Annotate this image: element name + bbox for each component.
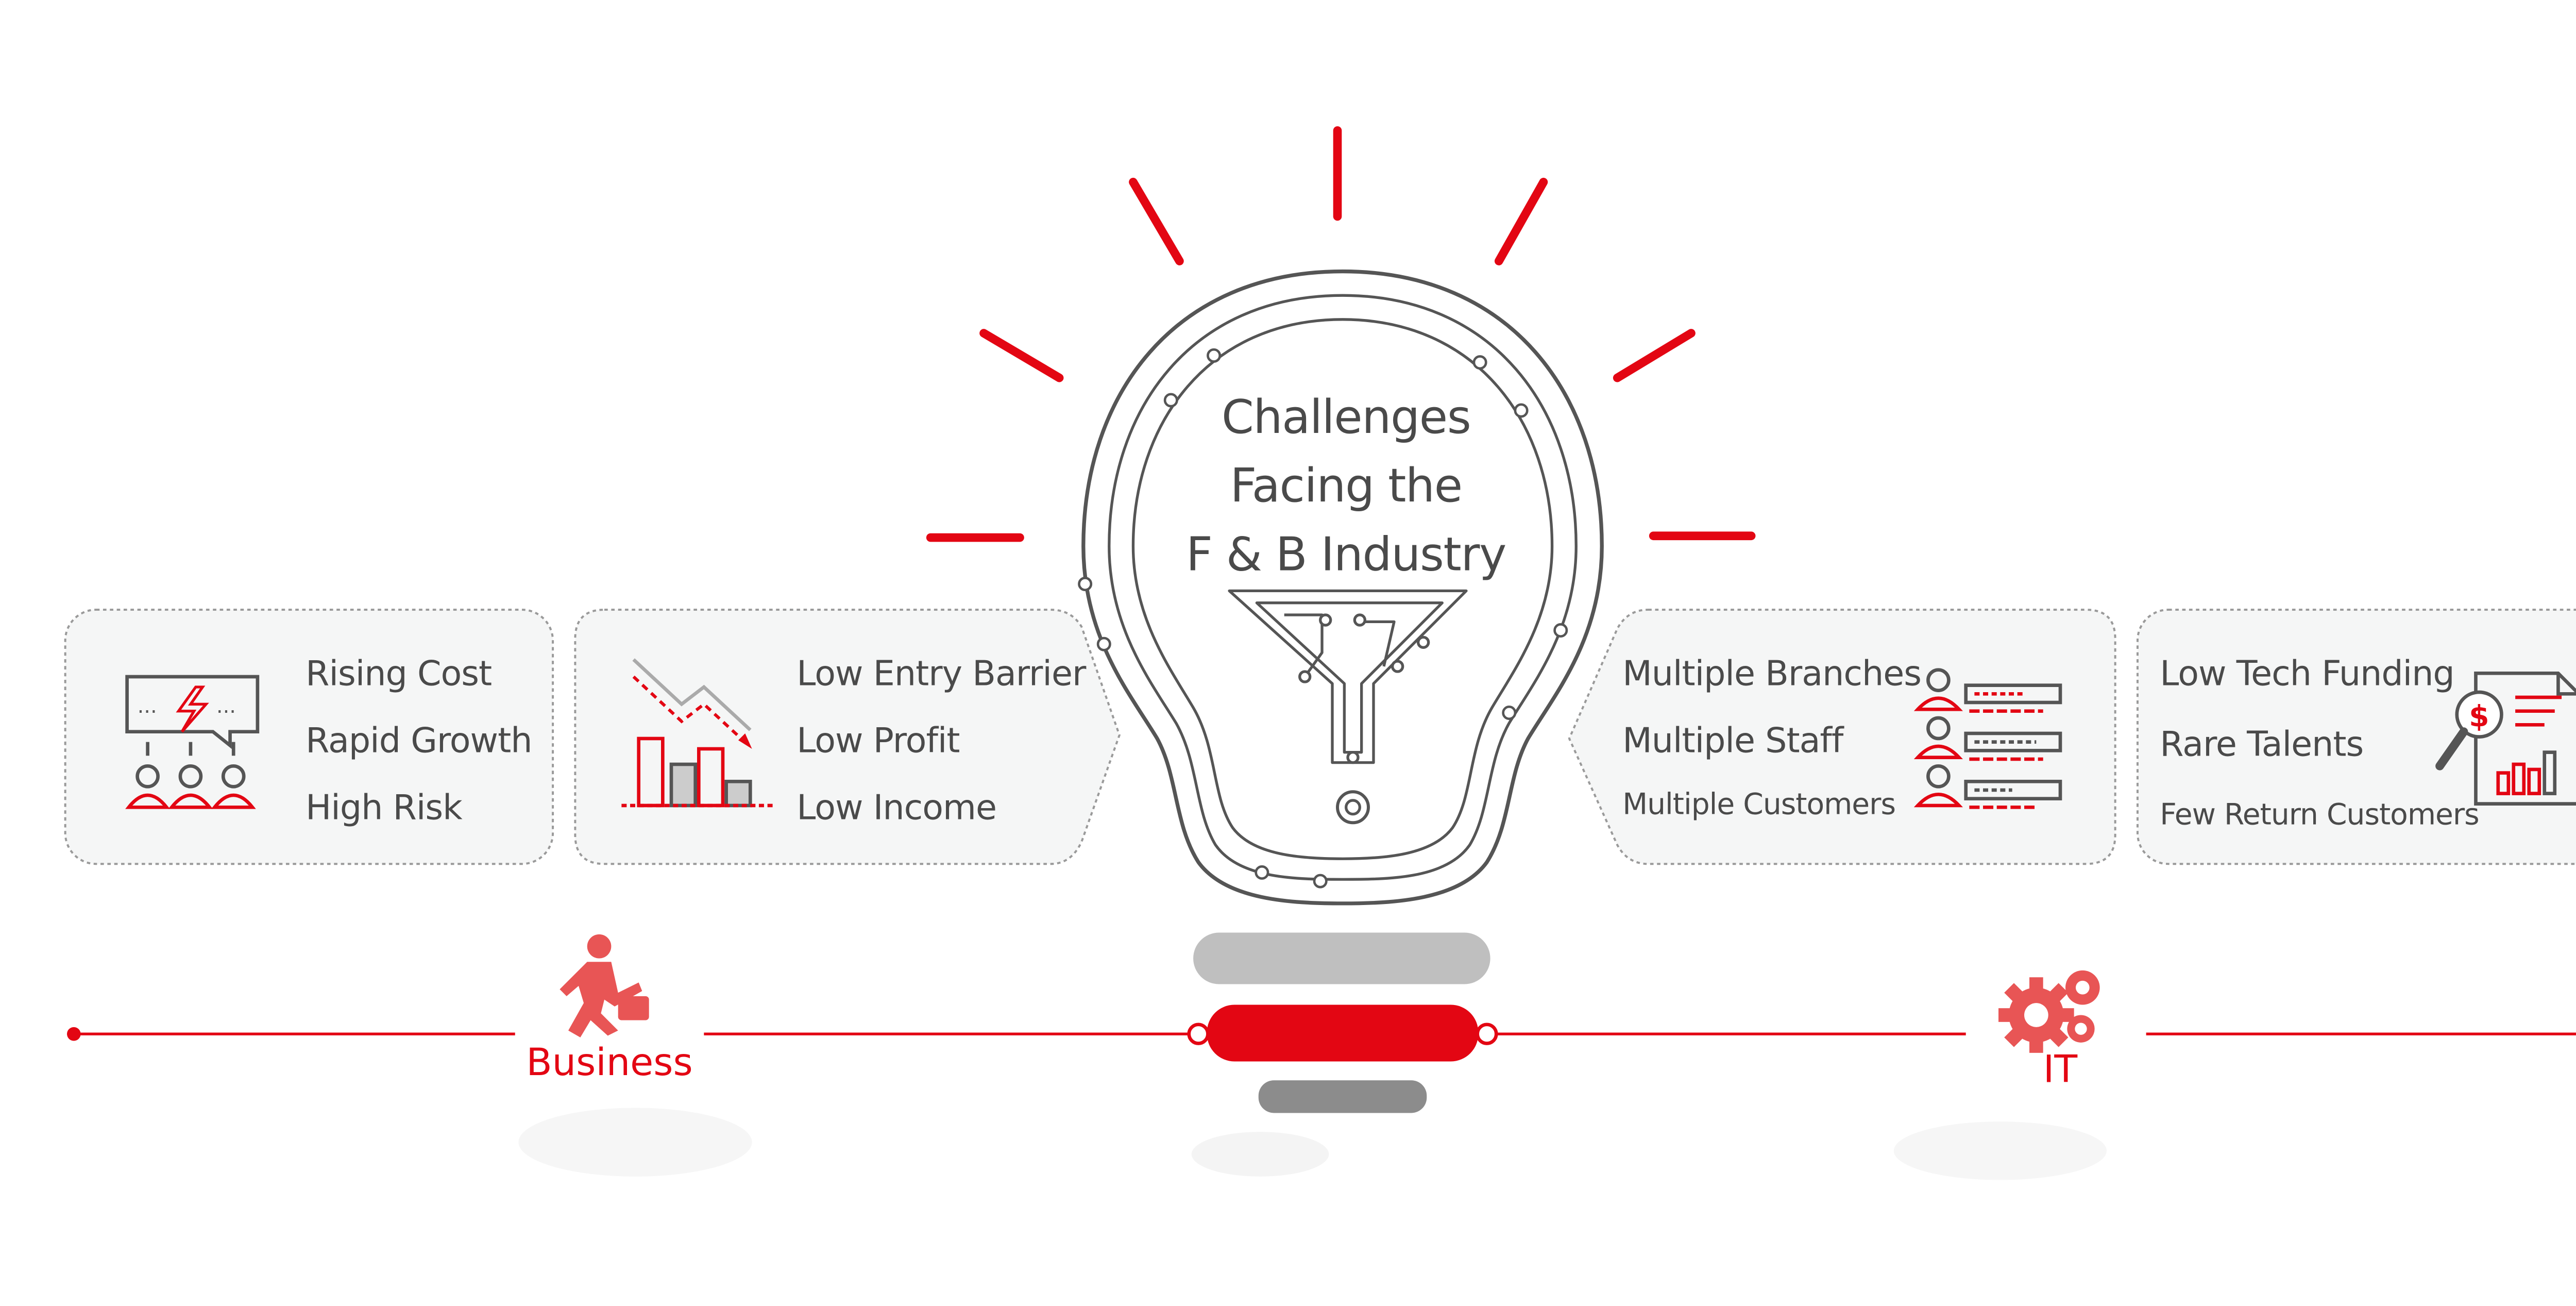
card4-item-3: Few Return Customers <box>2160 798 2479 833</box>
staff-list-icon <box>1913 668 2062 809</box>
svg-text:$: $ <box>2469 700 2489 734</box>
title-line-2: Facing the <box>1230 460 1463 514</box>
card1-item-3: High Risk <box>306 786 463 828</box>
svg-text:...: ... <box>216 694 236 718</box>
card3-item-2: Multiple Staff <box>1622 719 1843 761</box>
card1-item-2: Rapid Growth <box>306 719 532 761</box>
card2-item-3: Low Income <box>796 786 997 828</box>
bulb-base-left-node <box>1187 1023 1210 1045</box>
bulb-outline <box>1081 269 1604 906</box>
card1-item-1: Rising Cost <box>306 652 492 694</box>
light-rays <box>926 126 1756 542</box>
bulb-base-bottom <box>1258 1080 1427 1113</box>
it-label: IT <box>2043 1049 2078 1093</box>
bulb-base-top <box>1193 932 1490 984</box>
card-shapes <box>64 609 2576 865</box>
bulb-base-right-node <box>1476 1023 1498 1045</box>
card3-item-1: Multiple Branches <box>1622 652 1922 694</box>
card2-item-1: Low Entry Barrier <box>796 652 1086 694</box>
bulb-base-middle <box>1207 1004 1479 1062</box>
bulb-circuit-dots <box>1078 348 1568 889</box>
running-businessman-icon <box>518 934 752 1177</box>
card4-item-1: Low Tech Funding <box>2160 652 2454 694</box>
card4-item-2: Rare Talents <box>2160 723 2364 764</box>
business-label: Business <box>526 1042 693 1086</box>
timeline-start-dot <box>66 1027 81 1041</box>
diagram-title: Challenges Facing the F & B Industry <box>1089 384 1604 591</box>
declining-chart-icon <box>621 658 773 808</box>
meeting-conflict-icon: ... ... <box>125 675 260 809</box>
financial-analysis-icon: $ <box>2435 672 2576 806</box>
funnel-icon <box>1228 589 1468 825</box>
title-line-1: Challenges <box>1221 391 1471 445</box>
title-line-3: F & B Industry <box>1186 529 1506 582</box>
bulb-shadow <box>1191 1132 1329 1177</box>
card3-item-3: Multiple Customers <box>1622 788 1896 823</box>
card2-item-2: Low Profit <box>796 719 960 761</box>
svg-text:...: ... <box>138 694 157 718</box>
